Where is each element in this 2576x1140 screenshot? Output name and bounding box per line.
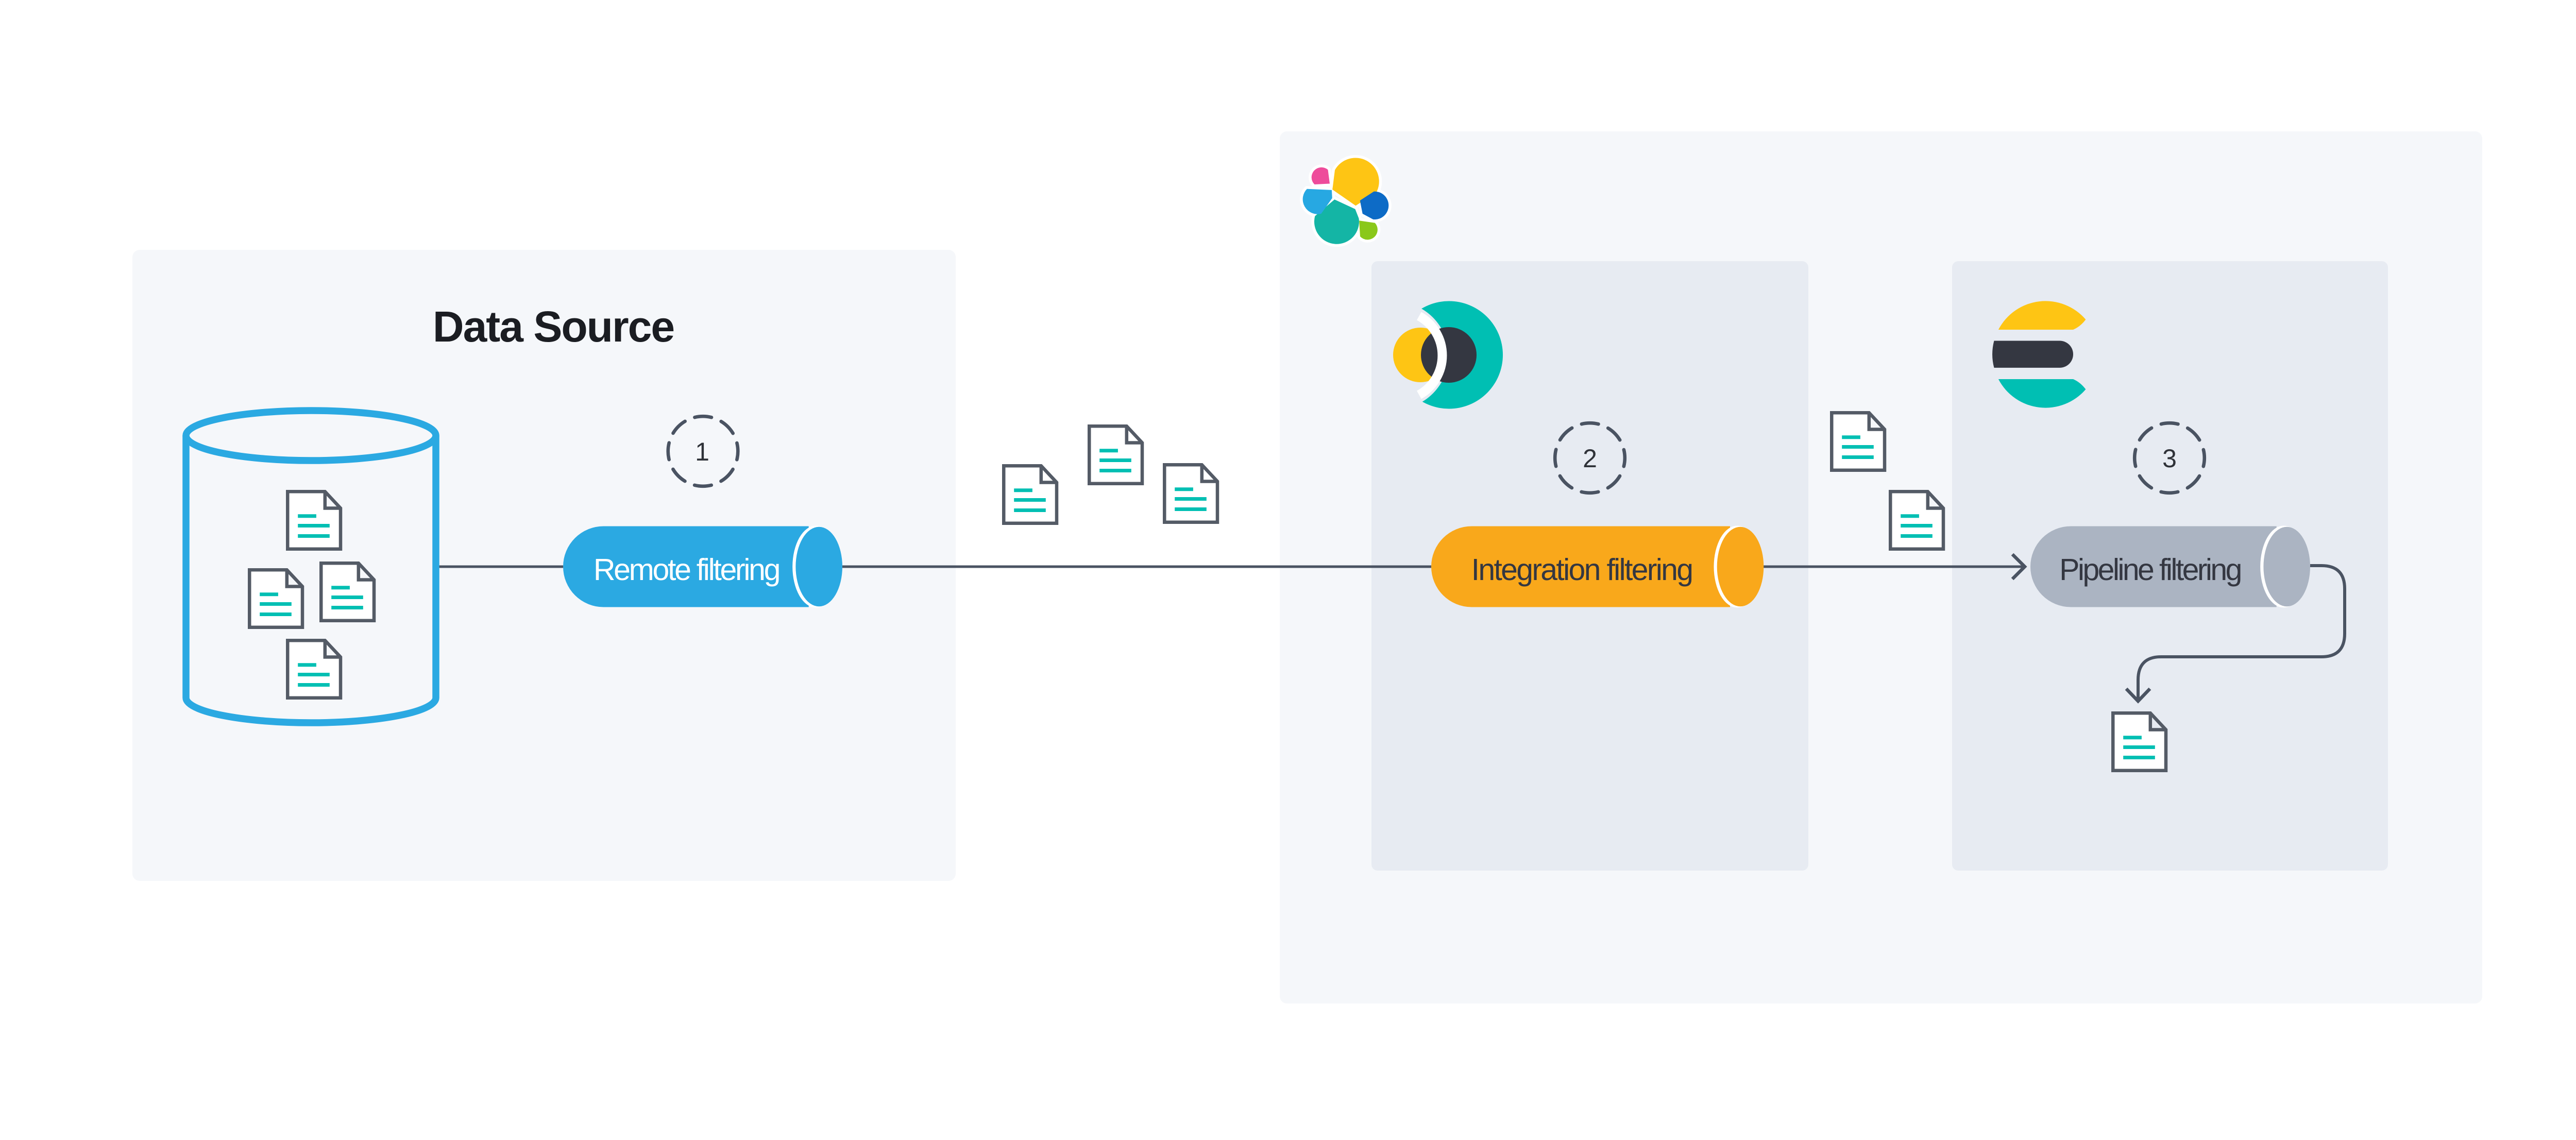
svg-text:3: 3 bbox=[2162, 444, 2177, 473]
svg-text:Integration filtering: Integration filtering bbox=[1471, 553, 1692, 587]
svg-text:2: 2 bbox=[1583, 444, 1597, 473]
svg-text:Remote filtering: Remote filtering bbox=[594, 553, 779, 587]
svg-text:Data Source: Data Source bbox=[433, 302, 674, 351]
svg-text:1: 1 bbox=[695, 437, 709, 466]
svg-text:Pipeline filtering: Pipeline filtering bbox=[2059, 553, 2241, 587]
